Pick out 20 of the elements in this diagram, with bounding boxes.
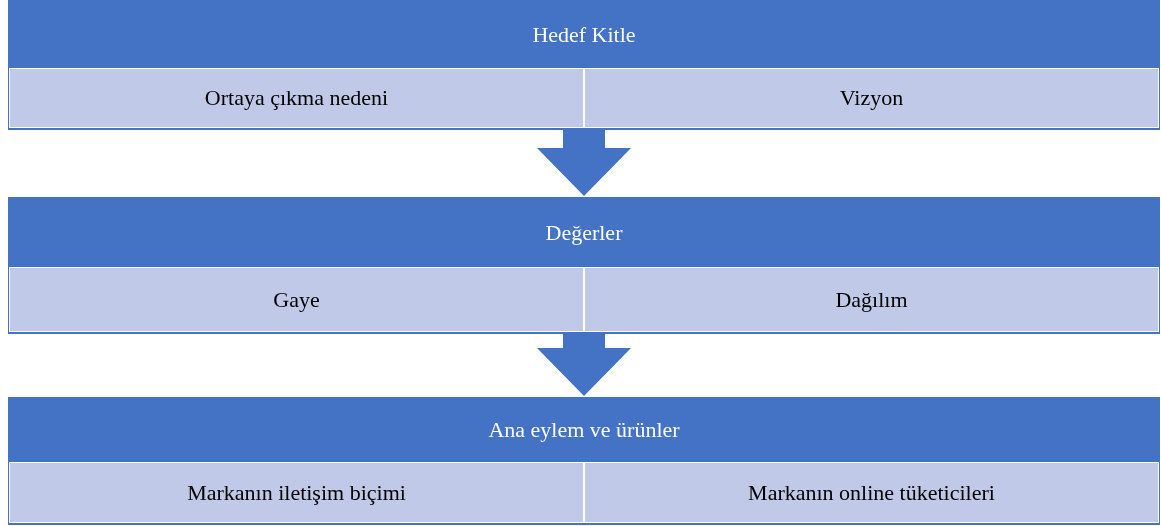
cell-text: Gaye bbox=[273, 286, 320, 313]
cell-text: Hedef Kitle bbox=[532, 21, 636, 48]
cell-text: Dağılım bbox=[835, 286, 908, 313]
block-box bbox=[8, 197, 1160, 334]
cell-text: Değerler bbox=[545, 219, 623, 246]
content-cell bbox=[584, 68, 1159, 128]
cell-text: Markanın iletişim biçimi bbox=[187, 479, 406, 506]
content-cell bbox=[584, 267, 1159, 332]
arrow bbox=[537, 130, 631, 196]
arrow bbox=[537, 334, 631, 396]
content-cell bbox=[9, 462, 584, 523]
cell-text: Vizyon bbox=[839, 85, 904, 111]
cell-text: Markanın online tüketicileri bbox=[748, 479, 995, 506]
content-cell bbox=[584, 462, 1159, 523]
cell-text: Ortaya çıkma nedeni bbox=[204, 85, 389, 111]
block-box bbox=[8, 397, 1160, 525]
content-cell bbox=[9, 68, 584, 128]
cell-text: Ana eylem ve ürünler bbox=[488, 417, 680, 443]
block-box bbox=[8, 0, 1160, 130]
content-cell bbox=[9, 267, 584, 332]
